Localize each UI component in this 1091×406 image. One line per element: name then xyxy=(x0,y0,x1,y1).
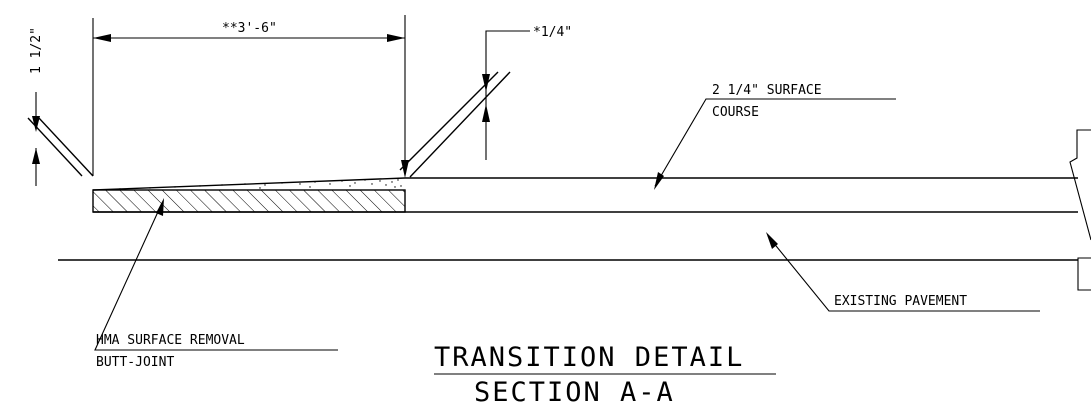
ext-arrow-down xyxy=(401,160,409,178)
existing-pavement-arrow xyxy=(766,232,778,249)
taper-wedge xyxy=(92,177,406,191)
dim-width-label: **3'-6" xyxy=(222,21,277,36)
taper-stipple xyxy=(119,179,402,190)
existing-pavement-label: EXISTING PAVEMENT xyxy=(834,294,967,309)
left-slope-line-2 xyxy=(37,116,94,177)
surface-course-label-line2: COURSE xyxy=(712,105,759,120)
dim-depth-label: *1/4" xyxy=(533,25,572,40)
surface-course-leader xyxy=(654,98,896,187)
hma-removal-arrow xyxy=(156,198,164,216)
hma-removal-leader xyxy=(94,202,338,351)
hma-removal-label-line2: BUTT-JOINT xyxy=(96,355,174,370)
dim-thickness-label: 1 1/2" xyxy=(29,27,44,74)
thickness-arrow-up xyxy=(32,148,40,164)
dim-arrow-left xyxy=(93,34,111,42)
depth-leader xyxy=(485,30,530,160)
butt-joint-removal-block xyxy=(92,189,406,213)
surface-course-arrow xyxy=(654,172,664,190)
title-line1: TRANSITION DETAIL xyxy=(434,342,744,373)
right-slope-line-2 xyxy=(409,71,511,178)
hma-removal-label-line1: HMA SURFACE REMOVAL xyxy=(96,333,245,348)
depth-arrow-down xyxy=(482,74,490,92)
title-line2: SECTION A-A xyxy=(474,377,675,406)
right-slope-line-1 xyxy=(399,71,499,171)
break-symbol-lower xyxy=(1077,257,1091,291)
break-symbol-upper xyxy=(1069,129,1091,241)
existing-pavement-leader xyxy=(767,235,1040,312)
depth-arrow-up xyxy=(482,104,490,122)
dim-arrow-right xyxy=(387,34,405,42)
thickness-arrow-down xyxy=(32,116,40,132)
surface-course-label-line1: 2 1/4" SURFACE xyxy=(712,83,822,98)
